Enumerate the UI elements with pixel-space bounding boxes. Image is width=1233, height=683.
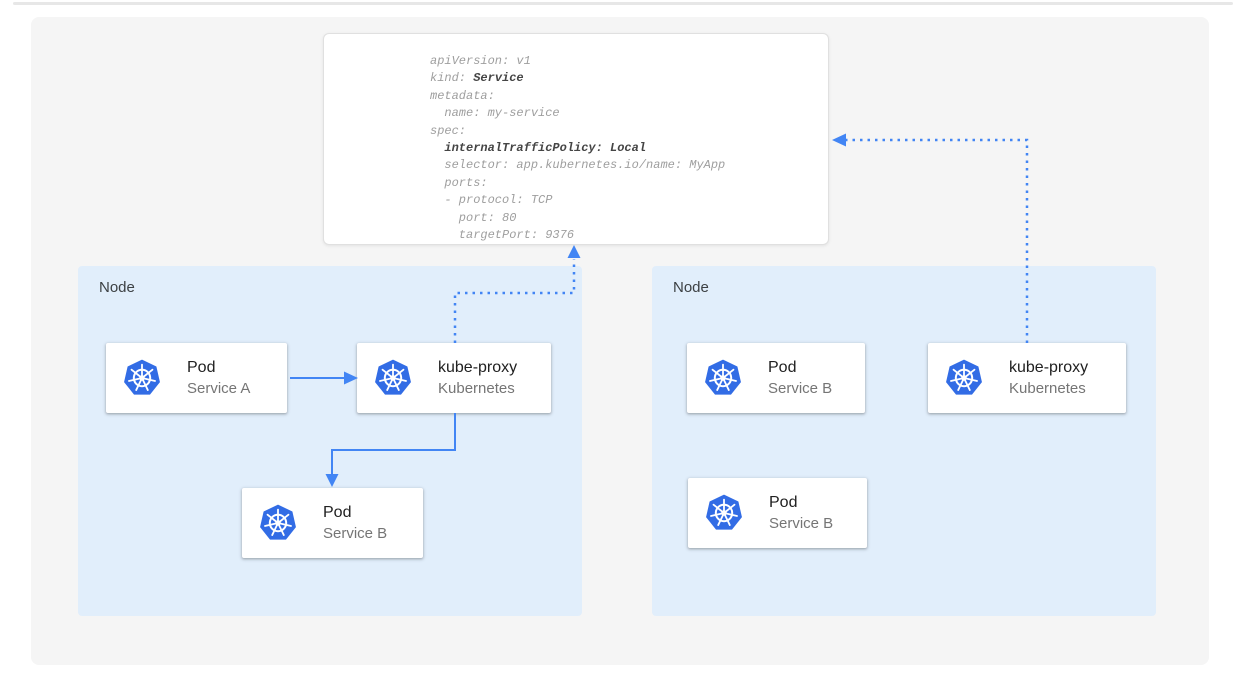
code-text: targetPort: 9376 [430,228,575,243]
card-title: kube-proxy [1009,358,1089,376]
card-title: Pod [187,358,216,376]
yaml-line: spec: [430,123,828,140]
card-subtitle: Service A [187,379,251,397]
yaml-line: selector: app.kubernetes.io/name: MyApp [430,157,828,174]
code-bold-text: internalTrafficPolicy: Local [444,141,647,156]
yaml-line: internalTrafficPolicy: Local [430,140,828,157]
card-kube-proxy-left: kube-proxy Kubernetes [357,343,551,413]
node-label: Node [673,279,709,296]
kubernetes-icon [704,492,744,534]
code-bold-text: Service [473,71,524,86]
card-pod-service-a: Pod Service A [106,343,287,413]
diagram-canvas: apiVersion: v1 kind: Service metadata: n… [31,17,1209,665]
card-subtitle: Service B [323,524,388,542]
code-text: apiVersion: v1 [430,54,531,68]
code-text: name: my-service [430,106,560,121]
card-subtitle: Kubernetes [1009,379,1086,397]
service-yaml-card: apiVersion: v1 kind: Service metadata: n… [323,33,829,245]
yaml-line: apiVersion: v1 [430,53,828,70]
code-text: selector: app.kubernetes.io/name: MyApp [430,158,726,173]
card-title: Pod [323,503,352,521]
yaml-line: ports: [430,175,828,192]
node-left: Node Pod Service A kube-proxy Kubernetes… [78,266,582,616]
code-text: - protocol: TCP [430,193,553,208]
card-pod-service-b-left: Pod Service B [242,488,423,558]
top-divider [13,2,1233,5]
yaml-line: port: 80 [430,210,828,227]
kubernetes-icon [122,357,162,399]
card-subtitle: Kubernetes [438,379,515,397]
kubernetes-icon [258,502,298,544]
node-label: Node [99,279,135,296]
card-subtitle: Service B [769,514,834,532]
node-right: Node Pod Service B kube-proxy Kubernetes… [652,266,1156,616]
code-text: port: 80 [430,210,517,225]
kubernetes-icon [373,357,413,399]
code-text [430,141,444,155]
kubernetes-icon [944,357,984,399]
yaml-line: metadata: [430,88,828,105]
code-text: metadata: [430,88,495,103]
code-text: spec: [430,123,467,138]
card-pod-service-b-right-top: Pod Service B [687,343,865,413]
card-kube-proxy-right: kube-proxy Kubernetes [928,343,1126,413]
card-title: Pod [768,358,797,376]
card-title: Pod [769,493,798,511]
code-text: ports: [430,175,488,190]
code-text: kind: [430,71,474,86]
yaml-line: kind: Service [430,70,828,87]
kubernetes-icon [703,357,743,399]
card-subtitle: Service B [768,379,833,397]
card-title: kube-proxy [438,358,518,376]
yaml-line: name: my-service [430,105,828,122]
yaml-line: targetPort: 9376 [430,227,828,244]
yaml-line: - protocol: TCP [430,192,828,209]
card-pod-service-b-right-bottom: Pod Service B [688,478,867,548]
